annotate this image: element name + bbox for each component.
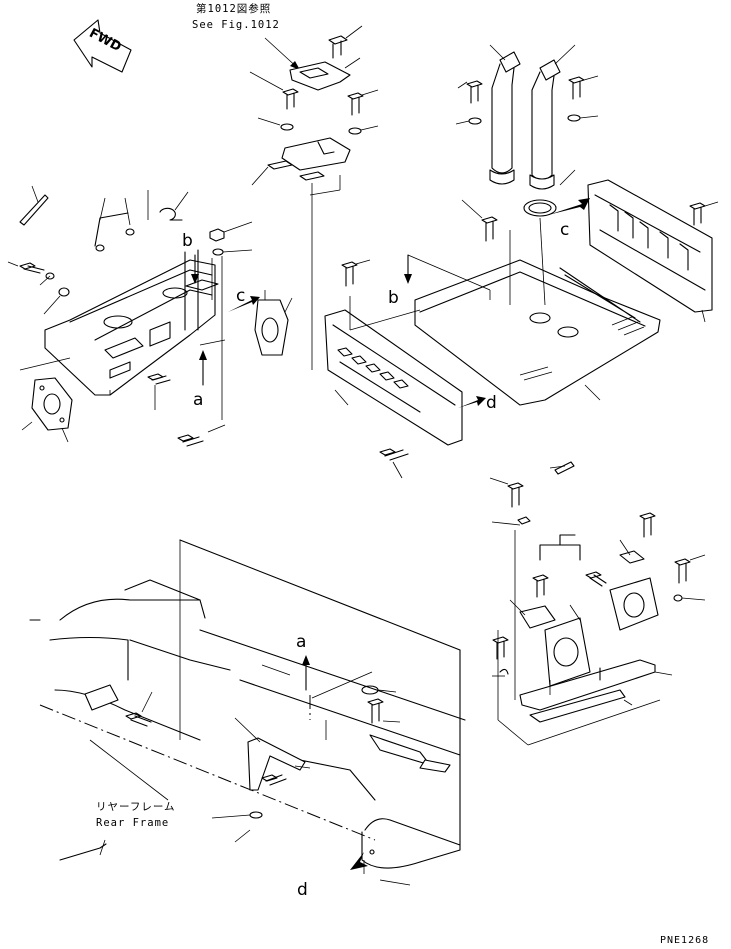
drawing-code: PNE1268 [660, 935, 710, 946]
top-bracket-assembly [249, 25, 379, 370]
reference-leader [264, 37, 301, 71]
exhaust-pipe-assembly [455, 44, 719, 323]
view-letter-a-bottom: a [296, 632, 307, 652]
reference-label-en: See Fig.1012 [192, 19, 280, 31]
side-cover-assembly [489, 461, 706, 746]
fwd-direction-arrow [73, 19, 132, 73]
reference-label-jp: 第1012図参照 [196, 3, 272, 15]
view-letter-b-left: b [182, 231, 193, 251]
view-letter-c-right: c [560, 220, 570, 240]
muffler-bracket-assembly [7, 185, 293, 447]
view-letter-a-left: a [193, 390, 204, 410]
engine-hood-plate [407, 217, 661, 406]
rear-frame-label-jp: リヤーフレーム [96, 801, 176, 813]
view-letter-d-bottom: d [297, 880, 308, 900]
rear-frame-body [29, 539, 466, 886]
view-letter-c-left: c [236, 286, 246, 306]
side-panel-grille [324, 254, 486, 479]
view-letter-b-center: b [388, 288, 399, 308]
view-letter-d-center: d [486, 393, 497, 413]
rear-frame-label-en: Rear Frame [96, 817, 170, 829]
